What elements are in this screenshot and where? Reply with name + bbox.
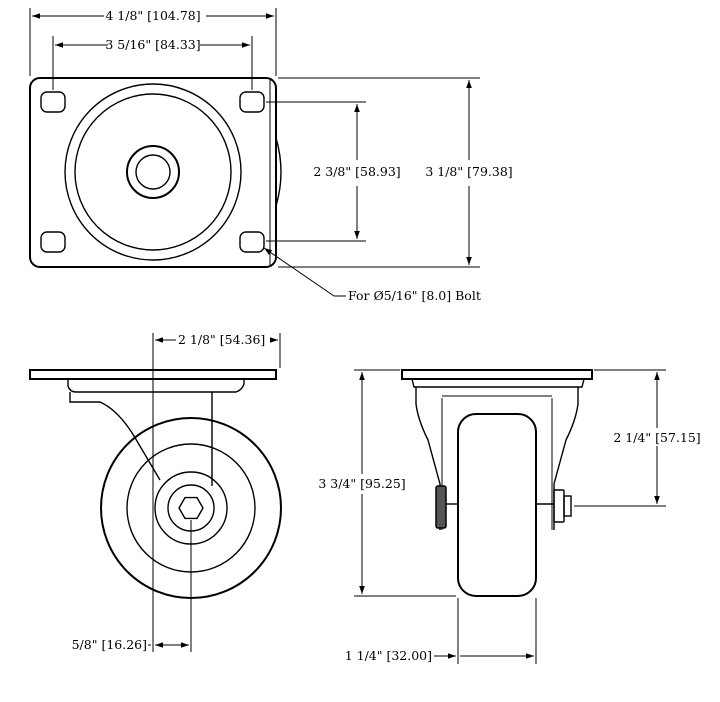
dim-label: 5/8" [16.26] (72, 637, 147, 652)
front-top-plate (401, 369, 593, 380)
dim-label: 3 3/4" [95.25] (318, 476, 405, 491)
dim-plate-overall-width: 4 1/8" [104.78] (29, 8, 277, 76)
axle-nut (178, 496, 204, 520)
mounting-holes (40, 91, 265, 253)
dim-swivel-offset: 2 1/8" [54.36] (152, 332, 281, 652)
dim-label: 4 1/8" [104.78] (105, 8, 200, 23)
dim-overall-height: 3 3/4" [95.25] (318, 369, 456, 597)
dim-label: 2 3/8" [58.93] (313, 164, 400, 179)
swivel-race-circles (64, 83, 242, 261)
dim-label: 3 1/8" [79.38] (425, 164, 512, 179)
dim-label: 1 1/4" [32.00] (345, 648, 432, 663)
side-swivel-housing (67, 379, 245, 393)
top-view: 4 1/8" [104.78] 3 5/16" [84.33] 2 3/8" [… (29, 8, 513, 303)
dim-wheel-width: 1 1/4" [32.00] (345, 598, 537, 664)
front-fork (415, 387, 579, 530)
axle-nut-left (435, 485, 447, 529)
front-view: 3 3/4" [95.25] 2 1/4" [57.15] 1 1/4" [32… (318, 369, 701, 664)
top-plate-outline (29, 77, 277, 268)
mounting-hole (40, 91, 66, 113)
side-view: 2 1/8" [54.36] 5/8" [16.26] (29, 332, 282, 652)
dim-label: 3 5/16" [84.33] (105, 37, 200, 52)
dim-label: 2 1/8" [54.36] (178, 332, 265, 347)
dim-plate-hole-spacing-width: 3 5/16" [84.33] (52, 36, 253, 90)
dim-axle-offset: 5/8" [16.26] (72, 520, 192, 652)
side-fork (69, 392, 161, 481)
dim-axle-to-plate: 2 1/4" [57.15] (574, 369, 701, 507)
dim-plate-hole-spacing-height: 2 3/8" [58.93] (266, 101, 401, 242)
mounting-hole (40, 231, 66, 253)
dim-label: 2 1/4" [57.15] (613, 430, 700, 445)
mounting-hole (239, 231, 265, 253)
front-wheel (457, 413, 537, 597)
bolt-callout-label: For Ø5/16" [8.0] Bolt (348, 288, 481, 303)
dim-plate-overall-height: 3 1/8" [79.38] (278, 77, 513, 268)
mounting-hole (239, 91, 265, 113)
bolt-callout: For Ø5/16" [8.0] Bolt (263, 247, 481, 303)
axle-nut-right (553, 489, 565, 523)
